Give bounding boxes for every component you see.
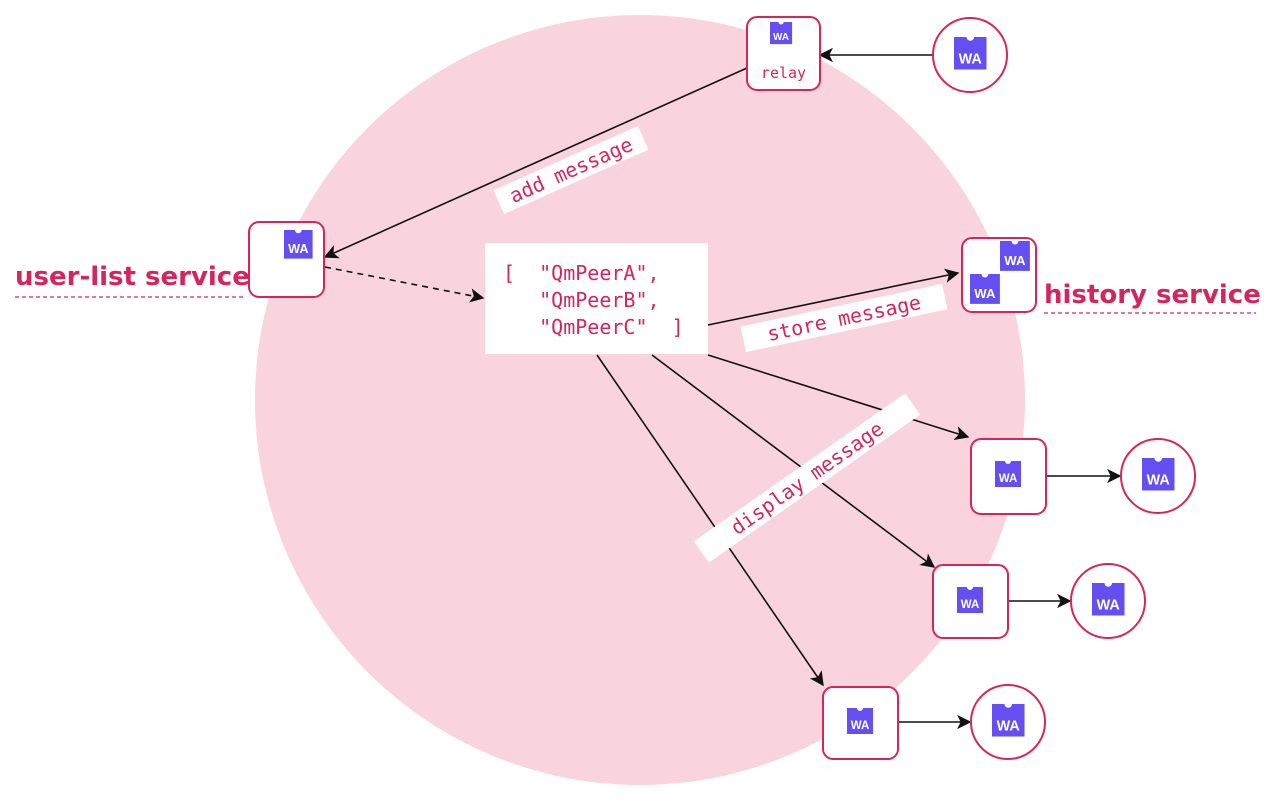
svg-text:WA: WA (773, 32, 789, 43)
edge-peer-list-to-peer-a (707, 354, 970, 440)
peer-list-line-1: [ "QmPeerA", (503, 261, 660, 285)
peer-node-a[interactable]: WA (970, 438, 1047, 515)
svg-text:WA: WA (959, 51, 982, 67)
client-node-b[interactable]: WA (1070, 563, 1146, 639)
edge-user-list-to-peer-list (324, 266, 485, 303)
wa-icon: WA (954, 37, 987, 70)
history-service-label: history service (1044, 280, 1261, 310)
client-node-c[interactable]: WA (970, 684, 1046, 760)
relay-node[interactable]: WA relay (746, 16, 821, 91)
relay-label: relay (761, 64, 806, 82)
wa-icon: WA (284, 230, 313, 259)
peer-node-b[interactable]: WA (932, 564, 1009, 639)
history-service-node[interactable]: WA WA (961, 237, 1037, 313)
svg-text:WA: WA (1097, 597, 1120, 613)
peer-list-box: [ "QmPeerA", "QmPeerB", "QmPeerC" ] (485, 243, 708, 354)
network-circle (255, 15, 1025, 785)
edge-peer-list-to-peer-c (596, 354, 824, 687)
edge-relay-to-user-list (323, 67, 748, 259)
client-node-a[interactable]: WA (1120, 438, 1196, 514)
svg-text:WA: WA (1147, 472, 1170, 488)
edge-peer-list-to-peer-b (651, 354, 936, 568)
wa-icon: WA (970, 274, 1000, 304)
svg-text:WA: WA (1004, 253, 1026, 268)
wa-icon: WA (995, 461, 1021, 487)
wa-icon: WA (770, 22, 793, 45)
edges (323, 47, 1122, 730)
user-list-service-label: user-list service (15, 262, 250, 292)
relay-client-node[interactable]: WA (932, 17, 1008, 93)
svg-text:WA: WA (974, 286, 996, 301)
svg-text:WA: WA (288, 242, 308, 256)
svg-text:WA: WA (851, 720, 870, 732)
wa-icon: WA (1092, 583, 1125, 616)
svg-text:WA: WA (961, 599, 980, 611)
wa-icon: WA (992, 704, 1025, 737)
wa-icon: WA (1000, 241, 1030, 271)
peer-list-line-3: "QmPeerC" ] (503, 315, 684, 339)
wa-icon: WA (847, 708, 873, 734)
edge-peer-list-to-history (707, 268, 960, 326)
svg-text:WA: WA (997, 718, 1020, 734)
peer-node-c[interactable]: WA (822, 686, 899, 760)
wa-icon: WA (957, 587, 983, 613)
peer-list-line-2: "QmPeerB", (503, 288, 660, 312)
svg-text:WA: WA (999, 473, 1018, 485)
wa-icon: WA (1142, 458, 1175, 491)
user-list-service-node[interactable]: WA (248, 221, 325, 298)
